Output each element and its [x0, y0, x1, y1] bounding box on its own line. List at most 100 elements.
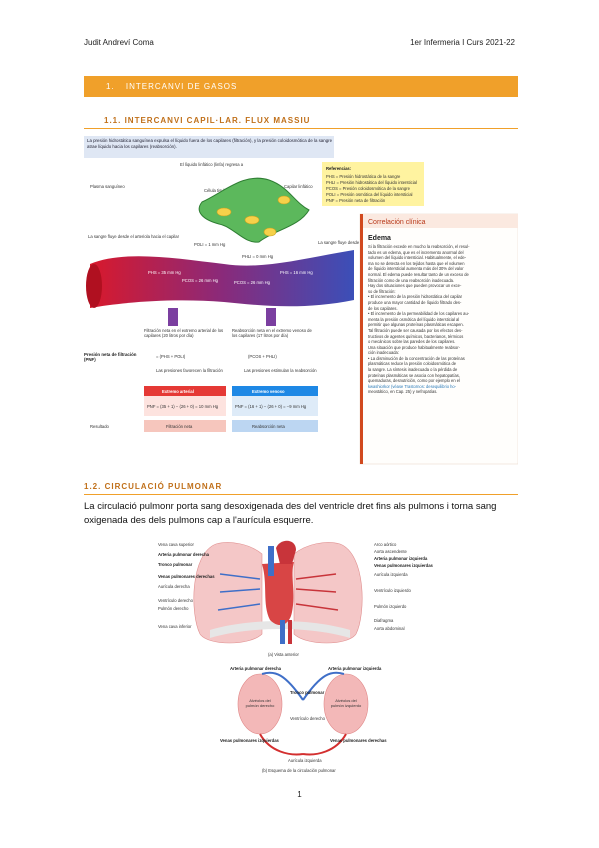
tissue-cell-1	[216, 207, 232, 217]
clinic-line: so de filtración:	[368, 288, 396, 294]
label-left-pulmonary-artery: Arteria pulmonar izquierda	[374, 556, 428, 561]
reabsorption-text: Reabsorción neta en el extremo venoso de…	[232, 328, 312, 339]
arterial-result: Filtración neta	[166, 424, 193, 429]
capillary-exchange-figure: La presión hidrostática sanguínea expuls…	[84, 132, 519, 466]
tissue-cell-2	[244, 215, 260, 225]
label-left-atrium: Aurícula izquierda	[374, 572, 408, 577]
clinic-line: de los capilares.	[368, 305, 398, 311]
subsection-title-1: 1.1. INTERCANVI CAPIL·LAR. FLUX MASSIU	[104, 116, 311, 125]
filtration-arrow	[168, 308, 178, 326]
header-course: 1er Infermeria I Curs 2021-22	[410, 38, 515, 47]
caption-anterior-view: (a) Vista anterior	[268, 652, 299, 657]
arterial-box-header	[144, 386, 226, 396]
diaphragm-shape	[210, 621, 350, 638]
scheme-trunk: Tronco pulmonar	[290, 690, 325, 695]
scheme-rv: Ventrículo derecho	[290, 716, 326, 721]
clinic-accent-bar	[360, 214, 363, 464]
vessel-arterial-end	[86, 264, 102, 308]
capillary-exchange-diagram: La presión hidrostática sanguínea expuls…	[84, 136, 519, 465]
subsection-underline-1	[84, 128, 518, 129]
label-plasma: Plasma sanguíneo	[90, 184, 125, 189]
label-phs-arterial: PHS = 35 mm Hg	[148, 270, 181, 275]
aortic-arch-shape	[276, 540, 296, 564]
clinic-text: Si la filtración excede en mucho la reab…	[368, 244, 516, 395]
ref-item-poli: POLI = Presión osmótica del líquido inte…	[326, 192, 413, 197]
venous-note: Las presiones estimulan la reabsorción	[244, 368, 317, 373]
label-pcos-arterial: PCOS = 26 mm Hg	[182, 278, 219, 283]
venous-calc: PNF = (16 + 1) − (26 + 0) = −9 mm Hg	[235, 404, 307, 409]
page-number: 1	[297, 790, 302, 799]
ref-item-pnf: PNF = Presión neta de filtración	[326, 198, 386, 203]
label-cell: Célula tisular	[204, 188, 229, 193]
clinic-line: proteínas plasmáticas se asocia con hepa…	[368, 372, 460, 378]
label-left-pulmonary-veins: Venas pulmonares izquierdas	[374, 563, 434, 568]
clinic-line: la sangre. La síntesis inadecuada o la p…	[368, 367, 458, 373]
label-abdominal-aorta: Aorta abdominal	[374, 626, 405, 631]
clinic-line: ción inadecuada:	[368, 350, 399, 356]
clinic-line: produce una mayor cantidad de líquido fi…	[368, 299, 462, 305]
arterial-box-title: Extremo arterial	[162, 389, 194, 394]
result-label: Resultado	[90, 424, 110, 429]
filtration-text: Filtración neta en el extremo arterial d…	[144, 328, 224, 339]
label-pulmonary-trunk: Tronco pulmonar	[158, 562, 193, 567]
clinic-line: Hay dos situaciones que pueden provocar …	[368, 283, 462, 289]
clinic-line: menta la presión osmótica del líquido in…	[368, 316, 460, 322]
reabsorption-arrow	[266, 308, 276, 326]
lymphatic-capillary	[198, 177, 310, 243]
superior-vena-cava-shape	[268, 546, 274, 576]
subsection-title-2: 1.2. CIRCULACIÓ PULMONAR	[84, 482, 223, 491]
label-left-ventricle: Ventrículo izquierdo	[374, 588, 411, 593]
scheme-left-vein-arrow	[302, 733, 347, 756]
right-lung	[193, 542, 263, 644]
left-lung	[293, 542, 363, 644]
heart-region	[262, 562, 294, 626]
clinic-line: Una situación que produce habitualmente …	[368, 344, 460, 350]
clinic-line: • El incremento de la permeabilidad de l…	[368, 311, 470, 317]
label-phli: PHLI = 0 mm Hg	[242, 254, 274, 259]
abdominal-aorta-shape	[288, 620, 292, 644]
section-number: 1.	[106, 82, 115, 91]
ref-item-phs: PHS = Presión hidrostática de la sangre	[326, 174, 401, 179]
section-banner: 1. INTERCANVI DE GASOS	[84, 76, 518, 97]
label-vena-cava-superior: Vena cava superior	[158, 542, 194, 547]
scheme-right-artery-arrow	[261, 671, 304, 701]
pnf-label: Presión neta de filtración (PNF)	[84, 352, 137, 363]
clinic-line: o mecánicos sobre las paredes de los cap…	[368, 339, 456, 345]
clinic-panel	[359, 213, 519, 465]
venous-box-body	[232, 396, 318, 416]
right-pulmonary-vessels	[217, 573, 261, 611]
clinic-line: meostático, en Cap. 25) y nefropatías.	[368, 389, 438, 395]
subsection-underline-2	[84, 494, 518, 495]
section-title: INTERCANVI DE GASOS	[125, 82, 238, 91]
venous-box-header	[232, 386, 318, 396]
formula-venous: (PCOS + PHLI)	[248, 354, 277, 359]
arterial-calc: PNF = (35 + 1) − (26 + 0) = 10 mm Hg	[147, 404, 219, 409]
clinic-header: Correlación clínica	[368, 219, 426, 226]
caption-box	[84, 136, 334, 158]
clinic-line: normal. El edema puede resultar tanto de…	[368, 271, 469, 277]
clinic-line: volumen del líquido intersticial. Habitu…	[368, 255, 467, 261]
arterial-box-body	[144, 396, 226, 416]
scheme-lpa: Arteria pulmonar izquierda	[328, 666, 382, 671]
clinic-line: tructivos de agentes químicos, bacterian…	[368, 333, 464, 339]
label-vena-cava-inferior: Vena cava inferior	[158, 624, 192, 629]
label-right-pulmonary-artery: Arteria pulmonar derecha	[158, 552, 210, 557]
scheme-rpv: Venas pulmonares derechas	[330, 738, 387, 743]
body-paragraph: La circulació pulmonr porta sang desoxig…	[84, 501, 497, 526]
label-ascending-aorta: Aorta ascendente	[374, 549, 407, 554]
scheme-left-artery-arrow	[302, 671, 345, 701]
label-right-ventricle: Ventrículo derecho	[158, 598, 194, 603]
header-author: Judit Andreví Coma	[84, 38, 154, 47]
ref-item-phli: PHLI = Presión hidrostática del líquido …	[326, 180, 417, 185]
label-lymph: El líquido linfático (linfa) regresa a	[180, 162, 244, 167]
clinic-line: filtración como de una reabsorción inade…	[368, 277, 455, 283]
scheme-alveoli-left: Alvéolos del pulmón izquierdo	[330, 698, 362, 708]
venous-result-box	[232, 420, 318, 432]
clinic-line: tado es un edema, que es el incremento a…	[368, 249, 464, 255]
clinic-line: ma no se detecta en los tejidos hasta qu…	[368, 260, 465, 266]
scheme-caption: (b) Esquema de la circulación pulmonar	[262, 768, 336, 773]
label-right-lung: Pulmón derecho	[158, 606, 189, 611]
scheme-right-vein-arrow	[259, 733, 304, 756]
left-pulmonary-vessels	[295, 573, 339, 611]
scheme-la: Aurícula izquierda	[288, 758, 322, 763]
